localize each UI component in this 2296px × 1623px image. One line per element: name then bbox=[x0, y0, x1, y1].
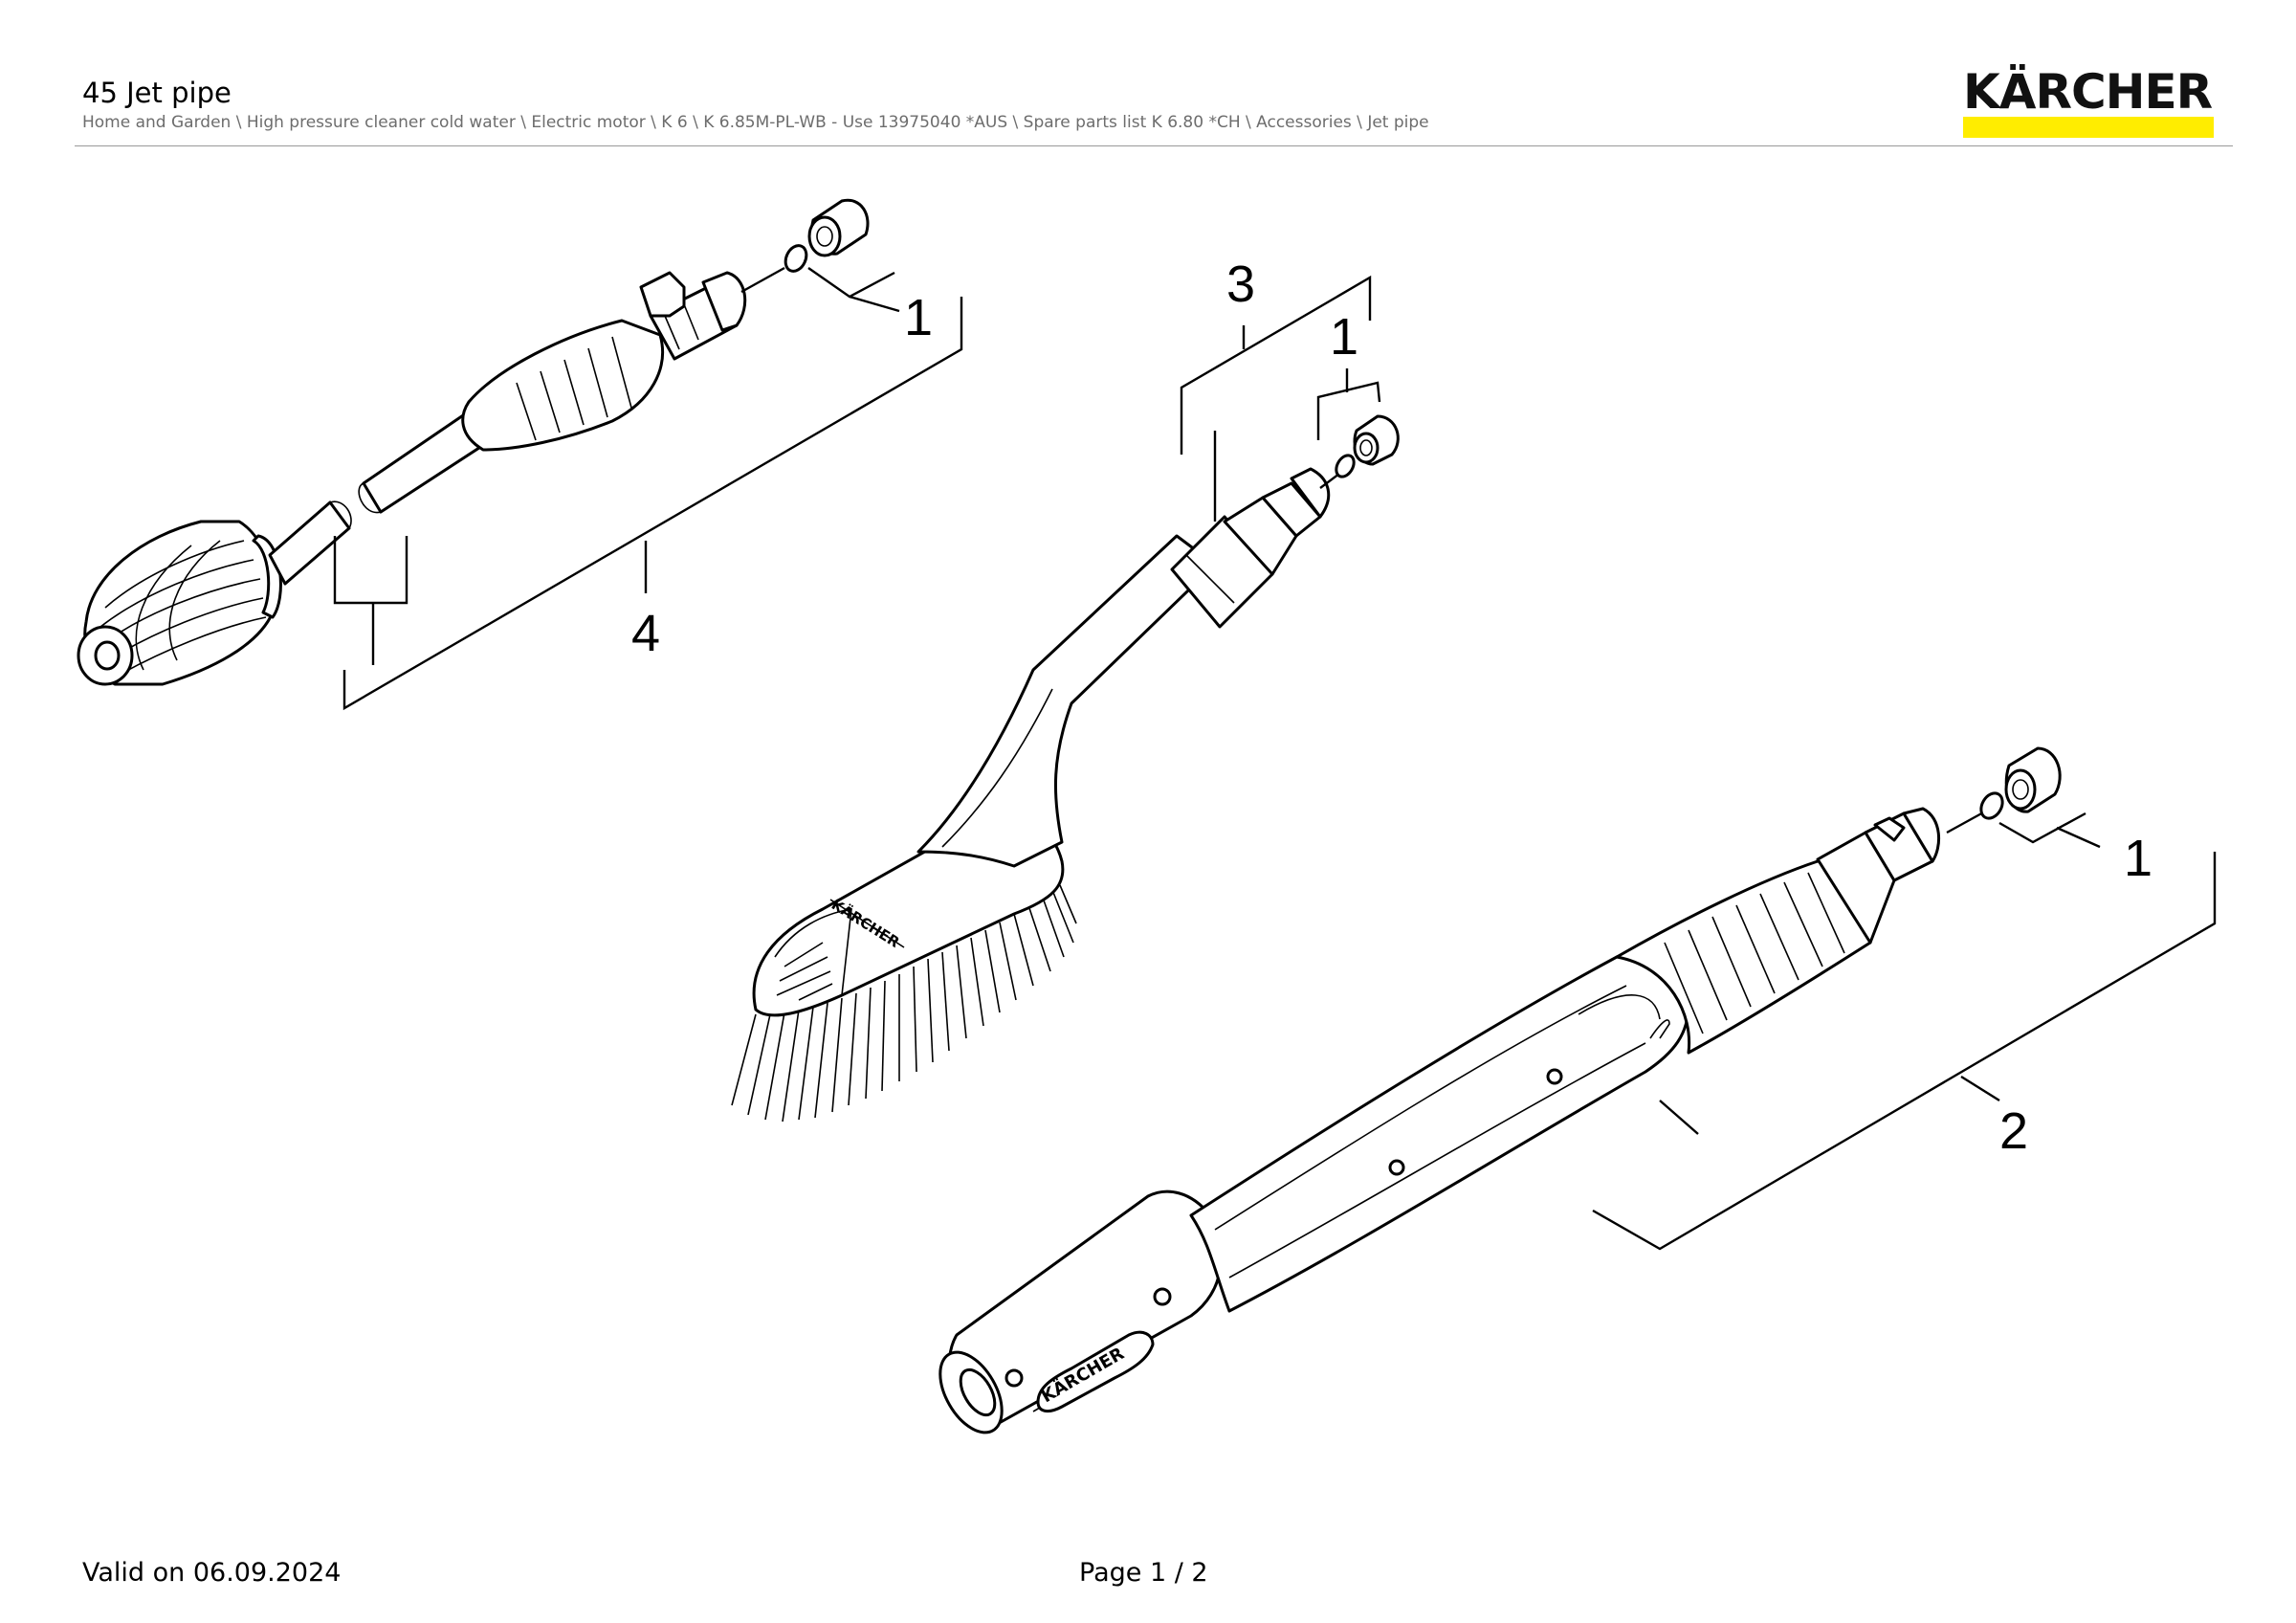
callout-1c: 1 bbox=[2124, 830, 2152, 887]
brush-head bbox=[752, 813, 1065, 1017]
wash-brush: KÄRCHER 1 3 bbox=[731, 256, 1400, 1123]
nozzle-insert-1a bbox=[807, 198, 870, 257]
vario-power-lance: KÄRCHER 1 2 bbox=[938, 746, 2217, 1434]
exploded-parts-diagram: 1 4 KÄRCHER bbox=[77, 198, 2217, 1434]
lance-grip-sleeve bbox=[461, 319, 665, 452]
nozzle-insert-1c bbox=[2004, 746, 2062, 813]
rotary-nozzle-head bbox=[77, 520, 282, 686]
callout-2: 2 bbox=[1999, 1102, 2028, 1160]
page-title: 45 Jet pipe bbox=[82, 77, 232, 109]
callout-1b: 1 bbox=[1330, 308, 1358, 366]
valid-on-date: Valid on 06.09.2024 bbox=[82, 1558, 342, 1588]
breadcrumb: Home and Garden \ High pressure cleaner … bbox=[82, 113, 1429, 132]
lance-lower-tube bbox=[268, 500, 351, 586]
logo-yellow-bar bbox=[1963, 117, 2214, 138]
brush-bristles bbox=[731, 884, 1077, 1123]
callout-4: 4 bbox=[631, 605, 660, 662]
page-header: 45 Jet pipe Home and Garden \ High press… bbox=[0, 0, 2296, 153]
page-number: Page 1 / 2 bbox=[1079, 1558, 1208, 1588]
lance-main-body bbox=[1189, 952, 1690, 1313]
brand-logo: KÄRCHER bbox=[1952, 65, 2219, 138]
nozzle-insert-1b bbox=[1353, 414, 1400, 466]
brush-neck bbox=[916, 534, 1217, 868]
lance-brand-plate bbox=[1036, 1330, 1155, 1413]
callout-1a: 1 bbox=[904, 289, 933, 346]
callout-3: 3 bbox=[1226, 256, 1255, 313]
header-divider bbox=[75, 145, 2233, 146]
rotary-nozzle-lance: 1 4 bbox=[77, 198, 963, 711]
logo-wordmark: KÄRCHER bbox=[1963, 64, 2213, 120]
